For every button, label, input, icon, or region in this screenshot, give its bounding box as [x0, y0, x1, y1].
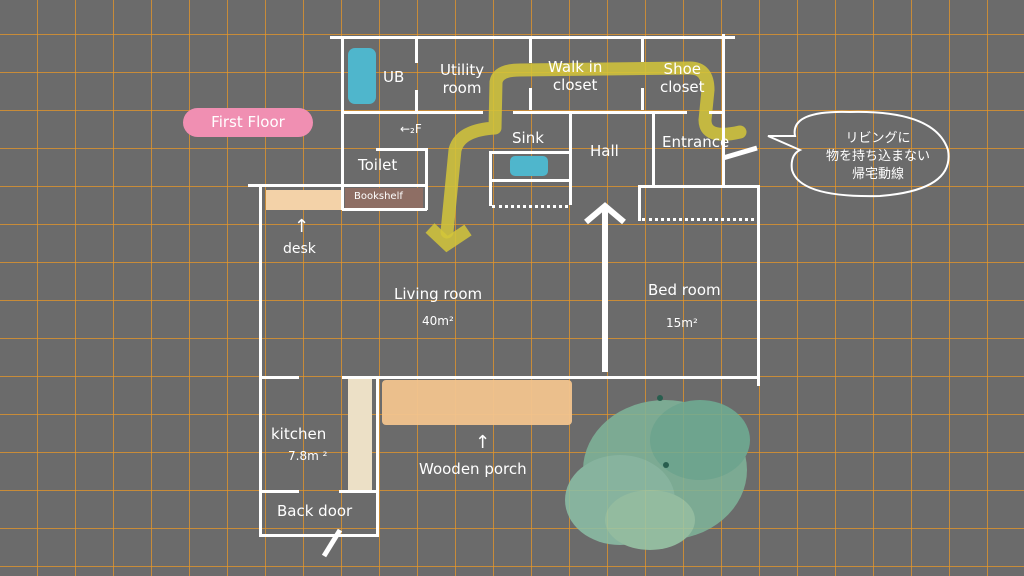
room-label-toilet: Toilet	[358, 156, 398, 174]
desk-label: desk	[283, 241, 316, 257]
porch-label: Wooden porch	[419, 460, 527, 478]
room-label-sink: Sink	[512, 129, 544, 147]
back-door-label: Back door	[277, 502, 353, 520]
living-area: 40m²	[422, 314, 454, 328]
desk	[266, 190, 342, 210]
entrance-arrow-icon	[584, 202, 626, 372]
room-label-kitchen: kitchen	[271, 425, 327, 443]
porch-deck	[382, 380, 572, 425]
route-arrowhead	[425, 223, 472, 253]
sink-basin	[510, 156, 548, 176]
return-route-path	[440, 61, 747, 239]
bookshelf-label: Bookshelf	[354, 191, 403, 202]
kitchen-area: 7.8m ²	[288, 449, 328, 463]
garden-tree-blob	[565, 395, 750, 550]
room-label-living: Living room	[394, 285, 483, 303]
callout-text: リビングに物を持ち込まない帰宅動線	[825, 131, 930, 182]
bookshelf	[345, 188, 423, 208]
room-label-bed: Bed room	[648, 281, 721, 299]
bed-area: 15m²	[666, 316, 698, 330]
entrance-door	[722, 145, 758, 161]
room-label-entrance: Entrance	[662, 133, 730, 151]
porch-arrow-icon: ↑	[475, 432, 491, 453]
room-label-hall: Hall	[590, 142, 619, 160]
up-arrow-icon: ↑	[294, 216, 310, 237]
room-label-ub: UB	[383, 68, 405, 86]
stairs-label: ←₂F	[400, 122, 422, 136]
speech-bubble	[767, 110, 950, 198]
floor-badge: First Floor	[183, 108, 313, 137]
bathtub	[348, 48, 376, 104]
kitchen-counter	[348, 378, 372, 490]
